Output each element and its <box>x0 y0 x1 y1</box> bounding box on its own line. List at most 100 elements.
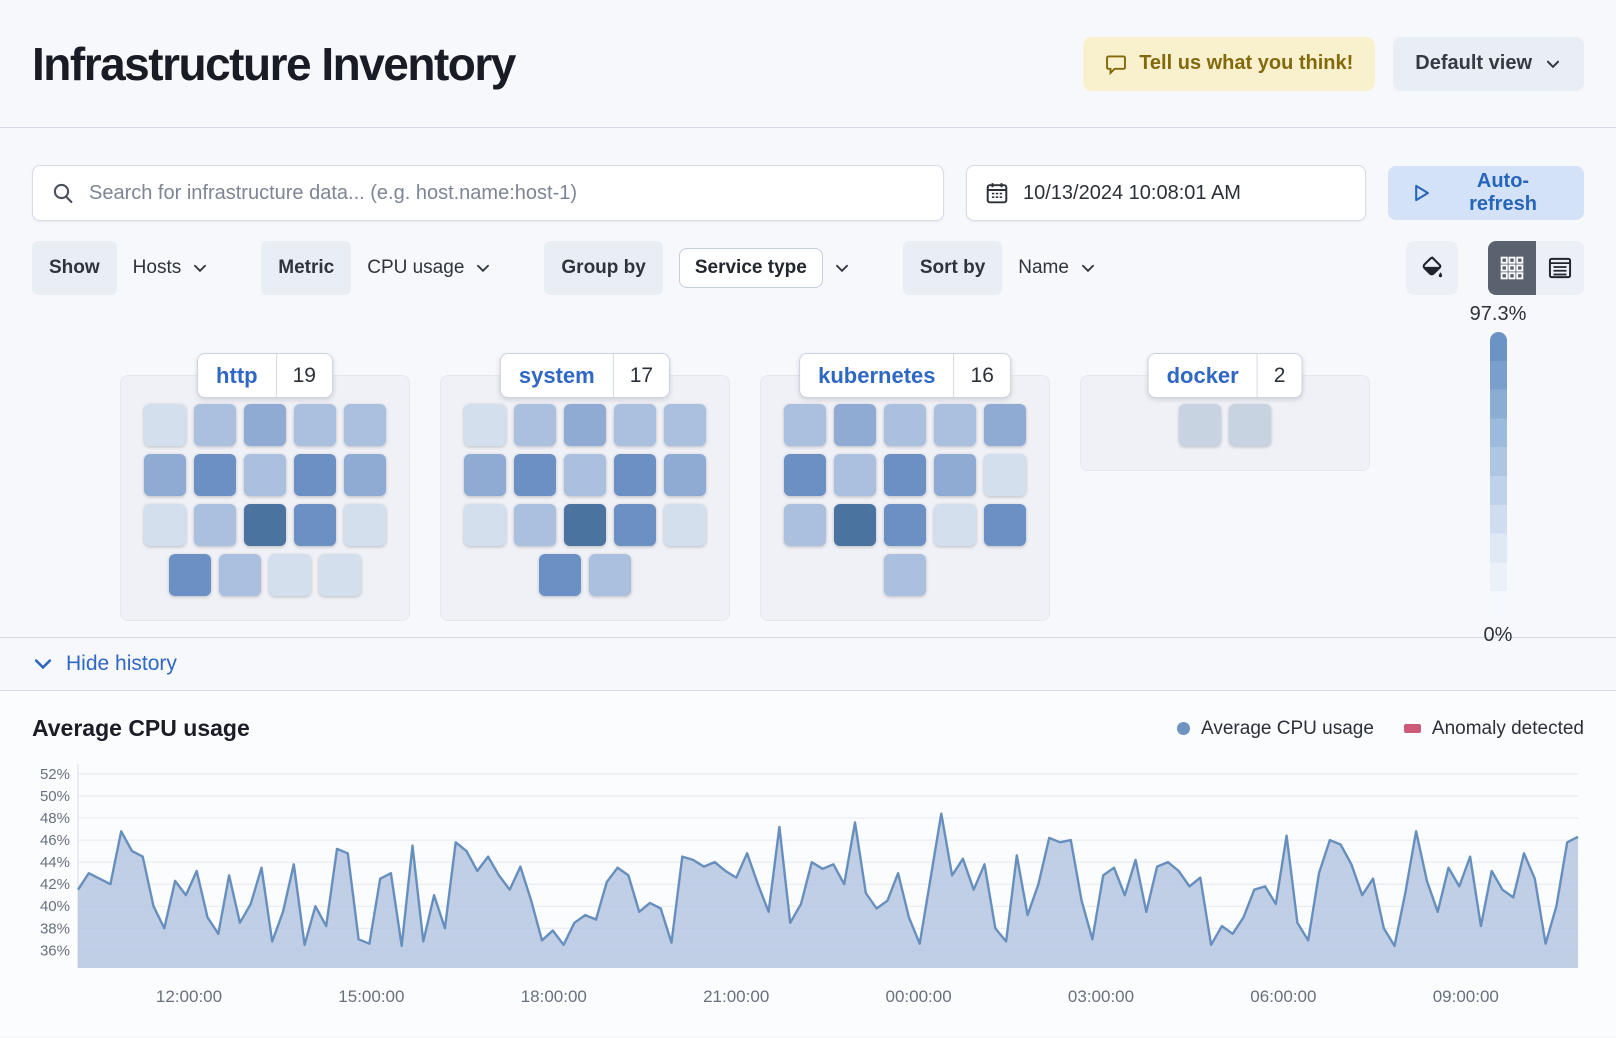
host-square[interactable] <box>564 454 606 496</box>
host-square[interactable] <box>664 454 706 496</box>
host-square[interactable] <box>564 404 606 446</box>
host-square[interactable] <box>934 454 976 496</box>
host-square[interactable] <box>194 404 236 446</box>
search-row: 10/13/2024 10:08:01 AM Auto-refresh <box>0 165 1616 221</box>
table-view-button[interactable] <box>1536 241 1584 295</box>
host-square[interactable] <box>219 554 261 596</box>
host-square[interactable] <box>194 504 236 546</box>
host-square[interactable] <box>269 554 311 596</box>
color-palette-button[interactable] <box>1406 241 1458 295</box>
host-square[interactable] <box>589 554 631 596</box>
host-square[interactable] <box>294 454 336 496</box>
host-square[interactable] <box>144 454 186 496</box>
host-square[interactable] <box>319 554 361 596</box>
play-icon <box>1410 182 1432 204</box>
host-square[interactable] <box>664 404 706 446</box>
group-name-label: http <box>216 362 258 388</box>
waffle-row <box>464 404 706 446</box>
host-square[interactable] <box>344 504 386 546</box>
host-square[interactable] <box>984 504 1026 546</box>
legend-anomaly-icon <box>1403 724 1421 733</box>
host-square[interactable] <box>834 454 876 496</box>
host-square[interactable] <box>514 454 556 496</box>
host-square[interactable] <box>884 404 926 446</box>
feedback-button[interactable]: Tell us what you think! <box>1083 36 1376 91</box>
paint-bucket-icon <box>1419 255 1445 281</box>
waffle-row <box>784 504 1026 546</box>
filter-group-groupby: Group by Service type <box>544 241 866 295</box>
scale-max-label: 97.3% <box>1469 303 1527 325</box>
y-axis-tick-label: 50% <box>40 788 70 805</box>
host-square[interactable] <box>144 504 186 546</box>
host-square[interactable] <box>1229 404 1271 446</box>
view-selector-button[interactable]: Default view <box>1393 36 1584 91</box>
x-axis-tick-label: 15:00:00 <box>338 987 404 1006</box>
y-axis-tick-label: 38% <box>40 920 70 937</box>
y-axis-tick-label: 48% <box>40 810 70 827</box>
groupby-filter-dropdown[interactable]: Service type <box>663 241 867 295</box>
grid-view-button[interactable] <box>1488 241 1536 295</box>
legend-item-anomaly[interactable]: Anomaly detected <box>1403 718 1584 740</box>
host-square[interactable] <box>464 504 506 546</box>
waffle-row <box>144 454 386 496</box>
groupby-filter-chip[interactable]: Service type <box>678 248 823 288</box>
host-square[interactable] <box>294 404 336 446</box>
metric-filter-dropdown[interactable]: CPU usage <box>351 241 508 295</box>
group-name-label: system <box>518 362 595 388</box>
host-square[interactable] <box>244 404 286 446</box>
host-square[interactable] <box>784 454 826 496</box>
badge-divider <box>953 354 955 397</box>
host-square[interactable] <box>614 404 656 446</box>
scale-min-label: 0% <box>1483 624 1513 646</box>
host-square[interactable] <box>194 454 236 496</box>
host-square[interactable] <box>834 404 876 446</box>
host-square[interactable] <box>934 504 976 546</box>
host-square[interactable] <box>884 504 926 546</box>
search-input[interactable] <box>89 181 925 205</box>
host-square[interactable] <box>464 454 506 496</box>
host-square[interactable] <box>1179 404 1221 446</box>
host-square[interactable] <box>984 404 1026 446</box>
show-filter-dropdown[interactable]: Hosts <box>117 241 226 295</box>
host-square[interactable] <box>294 504 336 546</box>
host-square[interactable] <box>144 404 186 446</box>
host-square[interactable] <box>934 404 976 446</box>
host-square[interactable] <box>244 504 286 546</box>
host-square[interactable] <box>514 504 556 546</box>
host-square[interactable] <box>169 554 211 596</box>
host-square[interactable] <box>784 404 826 446</box>
auto-refresh-button[interactable]: Auto-refresh <box>1388 166 1584 220</box>
host-square[interactable] <box>884 554 926 596</box>
chevron-down-icon <box>835 264 848 273</box>
date-picker[interactable]: 10/13/2024 10:08:01 AM <box>966 165 1366 221</box>
host-square[interactable] <box>614 454 656 496</box>
host-square[interactable] <box>244 454 286 496</box>
host-square[interactable] <box>539 554 581 596</box>
cpu-history-section: Average CPU usage Average CPU usage Anom… <box>0 690 1616 1036</box>
host-square[interactable] <box>464 404 506 446</box>
host-square[interactable] <box>564 504 606 546</box>
host-square[interactable] <box>614 504 656 546</box>
host-square[interactable] <box>514 404 556 446</box>
legend-item-average-cpu[interactable]: Average CPU usage <box>1177 718 1374 740</box>
chart-legend: Average CPU usage Anomaly detected <box>1177 718 1584 740</box>
host-square[interactable] <box>784 504 826 546</box>
host-square[interactable] <box>344 454 386 496</box>
filter-group-sortby: Sort by Name <box>902 241 1113 295</box>
host-square[interactable] <box>834 504 876 546</box>
hide-history-toggle[interactable]: Hide history <box>0 637 1616 690</box>
host-square[interactable] <box>984 454 1026 496</box>
sortby-filter-dropdown[interactable]: Name <box>1002 241 1113 295</box>
host-square[interactable] <box>664 504 706 546</box>
host-square[interactable] <box>884 454 926 496</box>
chevron-down-icon <box>1544 55 1562 73</box>
filter-row: Show Hosts Metric CPU usage Group by Ser… <box>0 241 1616 295</box>
host-square[interactable] <box>344 404 386 446</box>
